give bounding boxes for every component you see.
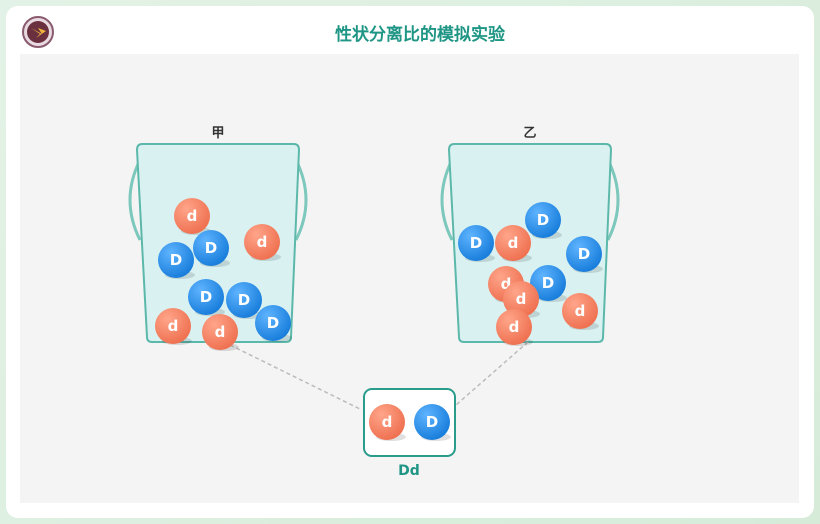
result-genotype-label: Dd <box>398 463 420 479</box>
ball-sphere <box>174 198 210 234</box>
ball-letter: D <box>170 251 182 269</box>
ball-sphere <box>369 404 405 440</box>
draw-line-left <box>229 344 363 411</box>
ball-sphere <box>226 282 262 318</box>
ball-sphere <box>255 305 291 341</box>
ball-letter: d <box>168 317 179 335</box>
ball-letter: D <box>267 314 279 332</box>
ball-dominant[interactable]: D <box>525 202 562 239</box>
ball-recessive[interactable]: d <box>244 224 281 261</box>
ball-sphere <box>525 202 561 238</box>
bucket-label: 甲 <box>211 126 224 141</box>
ball-letter: d <box>575 302 586 320</box>
ball-sphere <box>193 230 229 266</box>
draw-line-right <box>455 341 529 406</box>
ball-sphere <box>188 279 224 315</box>
ball-recessive[interactable]: d <box>562 293 599 330</box>
ball-letter: D <box>426 413 438 431</box>
ball-dominant[interactable]: D <box>255 305 292 342</box>
ball-sphere <box>530 265 566 301</box>
ball-letter: D <box>205 239 217 257</box>
ball-letter: d <box>215 323 226 341</box>
ball-letter: d <box>516 290 527 308</box>
ball-letter: d <box>187 207 198 225</box>
ball-sphere <box>202 314 238 350</box>
bucket-handle-left <box>440 159 454 241</box>
ball-sphere <box>566 236 602 272</box>
ball-letter: d <box>508 234 519 252</box>
page-title: 性状分离比的模拟实验 <box>335 25 505 45</box>
ball-letter: D <box>470 234 482 252</box>
ball-letter: d <box>501 275 512 293</box>
school-emblem-icon <box>22 16 54 48</box>
ball-recessive[interactable]: d <box>369 404 406 441</box>
ball-sphere <box>155 308 191 344</box>
ball-dominant[interactable]: D <box>188 279 225 316</box>
ball-letter: D <box>578 245 590 263</box>
ball-letter: D <box>200 288 212 306</box>
ball-dominant[interactable]: D <box>158 242 195 279</box>
ball-letter: D <box>537 211 549 229</box>
bucket-handle-right <box>294 159 308 241</box>
ball-letter: d <box>257 233 268 251</box>
bucket-handle-left <box>128 159 142 241</box>
ball-dominant[interactable]: D <box>193 230 230 267</box>
ball-letter: D <box>238 291 250 309</box>
ball-dominant[interactable]: D <box>566 236 603 273</box>
ball-dominant[interactable]: D <box>226 282 263 319</box>
ball-sphere <box>244 224 280 260</box>
ball-dominant[interactable]: D <box>458 225 495 262</box>
ball-dominant[interactable]: D <box>530 265 567 302</box>
ball-sphere <box>414 404 450 440</box>
ball-dominant[interactable]: D <box>414 404 451 441</box>
ball-recessive[interactable]: d <box>496 309 533 346</box>
ball-recessive[interactable]: d <box>155 308 192 345</box>
ball-letter: D <box>542 274 554 292</box>
ball-sphere <box>562 293 598 329</box>
ball-sphere <box>495 225 531 261</box>
ball-recessive[interactable]: d <box>202 314 239 351</box>
ball-sphere <box>458 225 494 261</box>
ball-sphere <box>503 281 539 317</box>
bucket-label: 乙 <box>523 126 536 141</box>
ball-letter: d <box>509 318 520 336</box>
ball-sphere <box>496 309 532 345</box>
ball-recessive[interactable]: d <box>495 225 532 262</box>
bucket-handle-right <box>606 159 620 241</box>
ball-letter: d <box>382 413 393 431</box>
ball-sphere <box>158 242 194 278</box>
